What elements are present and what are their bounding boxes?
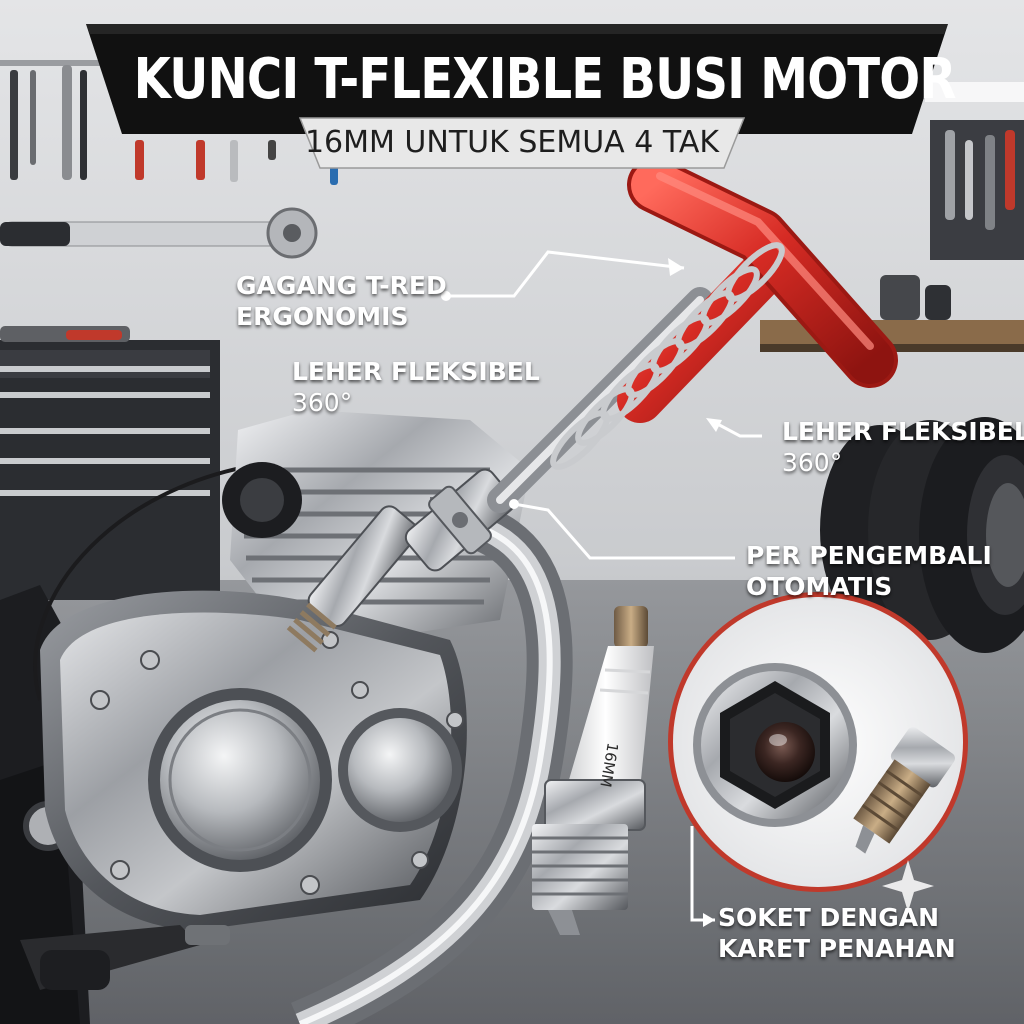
page-subtitle: 16MM UNTUK SEMUA 4 TAK [304,125,720,160]
callout-neck-left-line2: 360° [292,388,353,417]
tool-cabinet [0,326,220,600]
page-title: KUNCI T-FLEXIBLE BUSI MOTOR [133,47,957,112]
callout-neck-right-line1: LEHER FLEKSIBEL [782,417,1024,446]
callout-spring-line2: OTOMATIS [746,572,893,601]
callout-socket: SOKET DENGAN KARET PENAHAN [718,902,956,964]
callout-spring-line1: PER PENGEMBALI [746,541,992,570]
title-banner: KUNCI T-FLEXIBLE BUSI MOTOR [72,22,957,132]
callout-neck-right-line2: 360° [782,448,843,477]
t-flexible-wrench [286,157,898,653]
callout-handle: GAGANG T-RED ERGONOMIS [236,270,447,332]
callout-socket-line2: KARET PENAHAN [718,934,956,963]
subtitle-banner-bg [298,117,746,169]
workbench [760,120,1024,352]
callout-neck-right: LEHER FLEKSIBEL 360° [782,416,1024,478]
socket-detail-inset [668,592,968,892]
callout-neck-left-line1: LEHER FLEKSIBEL [292,357,540,386]
spark-plug [532,606,654,935]
subtitle-banner: 16MM UNTUK SEMUA 4 TAK [282,116,742,168]
callout-handle-line2: ERGONOMIS [236,302,409,331]
title-banner-bg [86,24,948,134]
callout-handle-line1: GAGANG T-RED [236,271,447,300]
callout-leaders [446,250,762,922]
callout-neck-left: LEHER FLEKSIBEL 360° [292,356,540,418]
sparkle-icon [882,860,934,912]
tool-wall [0,60,338,259]
callout-spring: PER PENGEMBALI OTOMATIS [746,540,992,602]
callout-socket-line1: SOKET DENGAN [718,903,940,932]
tire-stack [820,417,1024,653]
engine [20,410,530,990]
